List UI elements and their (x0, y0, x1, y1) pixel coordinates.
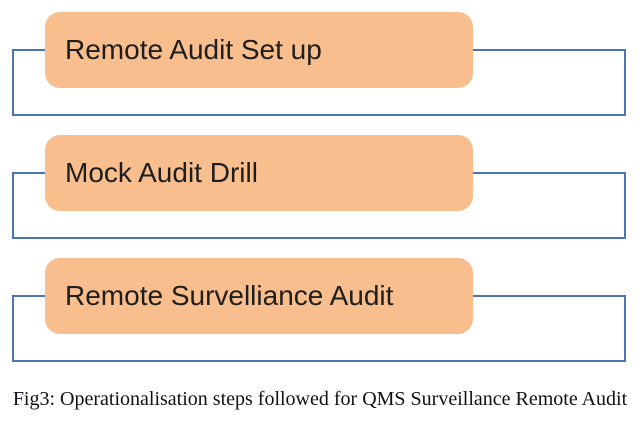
figure-caption: Fig3: Operationalisation steps followed … (12, 388, 628, 410)
step-label: Mock Audit Drill (65, 157, 258, 188)
step-label: Remote Audit Set up (65, 34, 322, 65)
step-pill-remote-audit-setup: Remote Audit Set up (45, 12, 473, 88)
step-group-mock-audit-drill: Mock Audit Drill (0, 135, 640, 251)
step-label: Remote Survelliance Audit (65, 280, 394, 311)
step-pill-remote-surveillance-audit: Remote Survelliance Audit (45, 258, 473, 334)
step-group-remote-audit-setup: Remote Audit Set up (0, 12, 640, 128)
step-group-remote-surveillance-audit: Remote Survelliance Audit (0, 258, 640, 374)
step-pill-mock-audit-drill: Mock Audit Drill (45, 135, 473, 211)
